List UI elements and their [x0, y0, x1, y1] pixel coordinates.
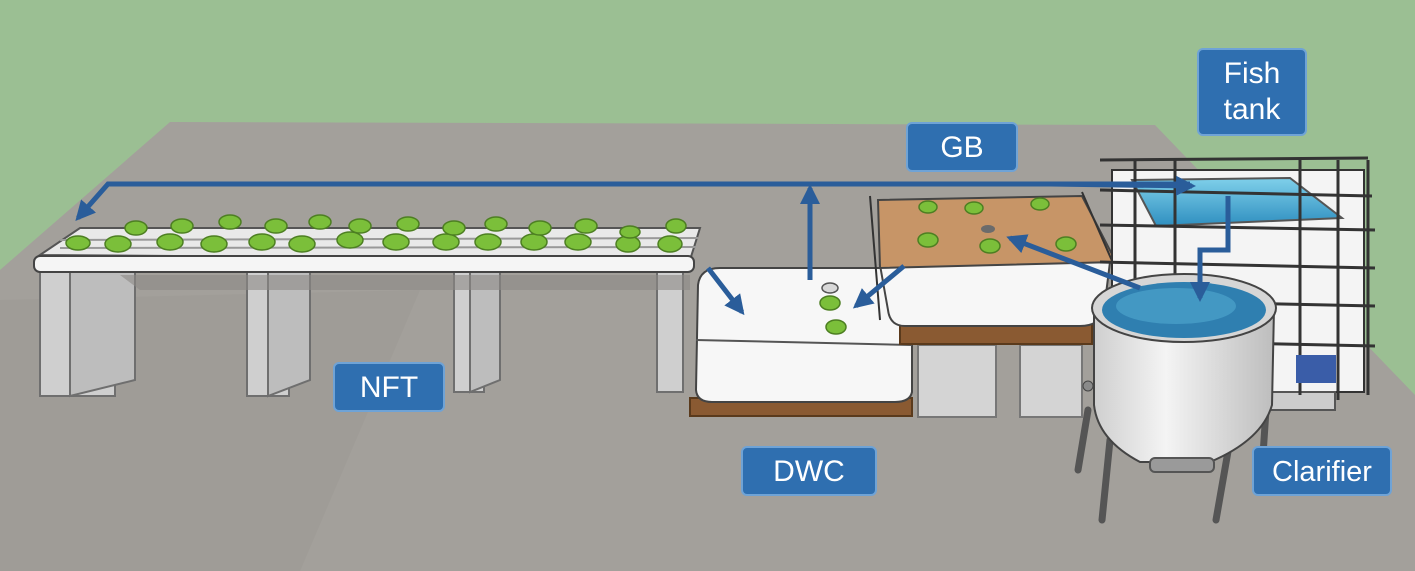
dwc-label: DWC	[741, 446, 877, 496]
fish-tank-label: Fish tank	[1197, 48, 1307, 136]
nft-unit	[33, 214, 702, 398]
grow-bed-label: GB	[906, 122, 1018, 172]
flow-arrows	[75, 175, 1231, 316]
arrow-fish-to-clarifier	[1190, 196, 1231, 302]
arrow-clarifier-to-gb	[1006, 234, 1141, 291]
return-line	[75, 181, 1190, 221]
grow-bed-unit	[869, 191, 1118, 418]
fish-tank-label-line1: Fish	[1223, 57, 1281, 90]
arrow-to-fish-tank	[1049, 175, 1196, 196]
fish-tank-label-line2: tank	[1223, 93, 1281, 126]
nft-label: NFT	[333, 362, 445, 412]
clarifier-label: Clarifier	[1252, 446, 1392, 496]
arrow-gb-to-dwc	[852, 264, 906, 309]
clarifier-unit	[1074, 273, 1277, 524]
arrow-nft-to-dwc	[706, 266, 745, 316]
